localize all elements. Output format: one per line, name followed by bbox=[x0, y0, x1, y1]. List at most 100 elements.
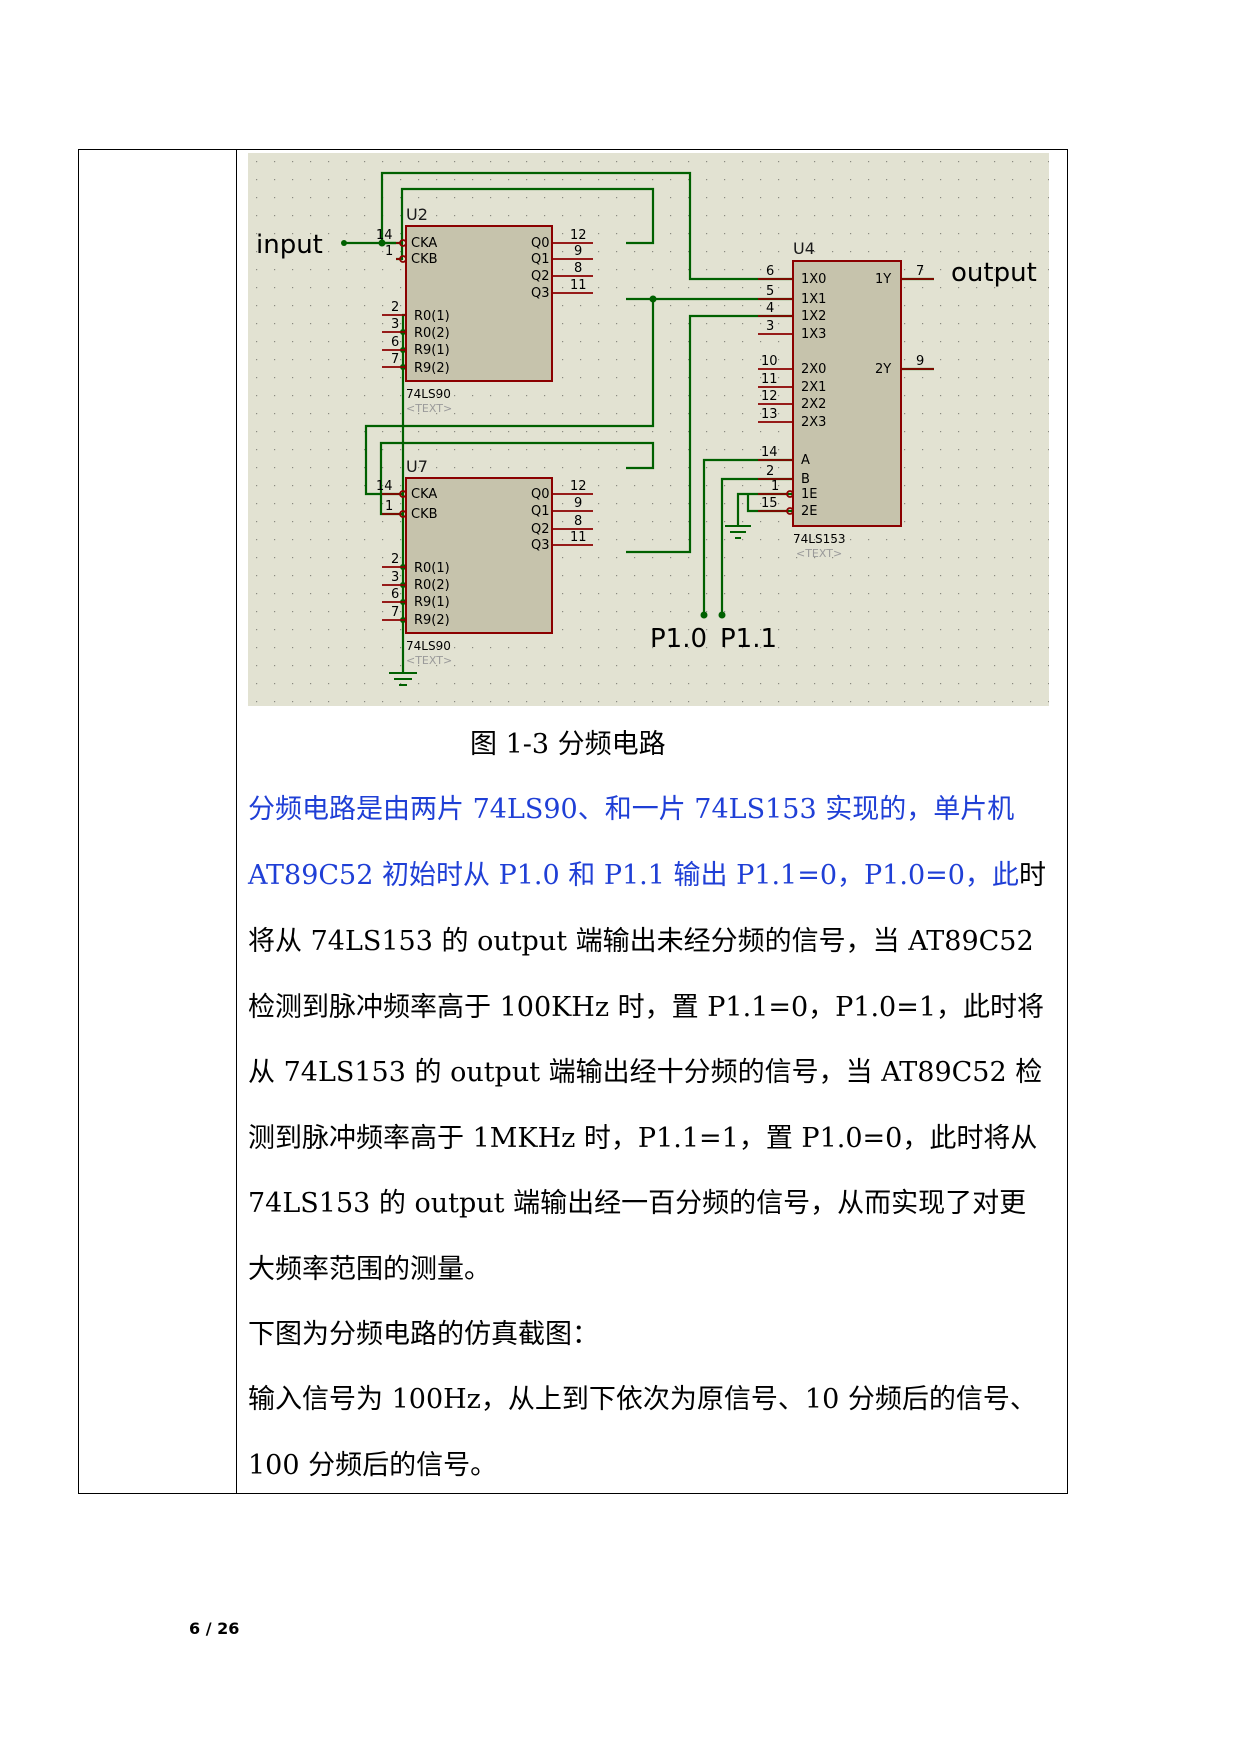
u2-num-11: 11 bbox=[570, 278, 587, 293]
u2-pin-r92: R9(2) bbox=[414, 361, 450, 376]
u2-pin-r01: R0(1) bbox=[414, 309, 450, 324]
u2-num-2: 2 bbox=[391, 300, 399, 315]
ground-symbol-left bbox=[389, 672, 417, 686]
u4-pin-2y: 2Y bbox=[875, 362, 891, 377]
u2-pin-q1: Q1 bbox=[531, 252, 550, 267]
p10-label: P1.0 bbox=[650, 624, 707, 654]
u7-pin-q3: Q3 bbox=[531, 538, 550, 553]
u7-part: 74LS90 bbox=[406, 639, 451, 653]
u4-num-3: 3 bbox=[766, 319, 774, 334]
paragraph-line-5: 从 74LS153 的 output 端输出经十分频的信号，当 AT89C52 … bbox=[248, 1057, 1043, 1088]
paragraph-line-2-black: 时 bbox=[1018, 860, 1046, 891]
content-table bbox=[78, 149, 1068, 1494]
u2-num-7: 7 bbox=[391, 352, 399, 367]
paragraph-line-8: 大频率范围的测量。 bbox=[248, 1254, 491, 1285]
u2-pin-r91: R9(1) bbox=[414, 343, 450, 358]
u4-num-11: 11 bbox=[761, 372, 778, 387]
u2-text: <TEXT> bbox=[406, 402, 452, 415]
u4-pin-1x3: 1X3 bbox=[801, 327, 826, 342]
ground-symbol-right bbox=[725, 525, 751, 539]
u2-num-8: 8 bbox=[574, 261, 582, 276]
figure-caption: 图 1-3 分频电路 bbox=[470, 729, 666, 760]
u7-num-6: 6 bbox=[391, 587, 399, 602]
u4-pin-a: A bbox=[801, 453, 810, 468]
u7-num-9: 9 bbox=[574, 496, 582, 511]
u7-pin-cka: CKA bbox=[411, 487, 437, 502]
paragraph-line-2-blue: AT89C52 初始时从 P1.0 和 P1.1 输出 P1.1=0，P1.0=… bbox=[248, 860, 1019, 891]
u4-pin-1y: 1Y bbox=[875, 272, 891, 287]
output-label: output bbox=[951, 258, 1037, 288]
u7-num-1: 1 bbox=[385, 499, 393, 514]
u4-pin-1e: 1E bbox=[801, 487, 818, 502]
u4-pin-1x0: 1X0 bbox=[801, 272, 826, 287]
u2-num-14: 14 bbox=[376, 228, 393, 243]
u4-part: 74LS153 bbox=[793, 532, 845, 546]
u4-num-9: 9 bbox=[916, 354, 924, 369]
u4-text: <TEXT> bbox=[796, 547, 842, 560]
u7-ref: U7 bbox=[406, 457, 428, 476]
frequency-divider-schematic: U2 CKA CKB R0(1) R0(2) R9(1) R9(2) Q0 Q1… bbox=[248, 153, 1049, 706]
u2-ref: U2 bbox=[406, 205, 428, 224]
u2-pin-q2: Q2 bbox=[531, 269, 550, 284]
u7-num-11: 11 bbox=[570, 530, 587, 545]
u7-num-7: 7 bbox=[391, 605, 399, 620]
u4-num-6: 6 bbox=[766, 264, 774, 279]
page-number: 6 / 26 bbox=[189, 1619, 240, 1638]
u7-pin-ckb: CKB bbox=[411, 507, 438, 522]
chip-u4: U4 1X0 1X1 1X2 1X3 2X0 2X1 2X2 2X3 A B 1… bbox=[758, 239, 934, 560]
u7-text: <TEXT> bbox=[406, 654, 452, 667]
u7-pin-r91: R9(1) bbox=[414, 595, 450, 610]
u7-pin-q2: Q2 bbox=[531, 522, 550, 537]
u7-num-3: 3 bbox=[391, 570, 399, 585]
u2-pin-cka: CKA bbox=[411, 236, 437, 251]
u4-num-12: 12 bbox=[761, 389, 778, 404]
paragraph-line-10: 输入信号为 100Hz，从上到下依次为原信号、10 分频后的信号、 bbox=[248, 1384, 1037, 1415]
u4-num-13: 13 bbox=[761, 407, 778, 422]
p11-label: P1.1 bbox=[720, 624, 777, 654]
u4-pin-2x2: 2X2 bbox=[801, 397, 826, 412]
u4-num-15: 15 bbox=[761, 496, 778, 511]
paragraph-line-6: 测到脉冲频率高于 1MKHz 时，P1.1=1，置 P1.0=0，此时将从 bbox=[248, 1123, 1038, 1154]
paragraph-line-2: AT89C52 初始时从 P1.0 和 P1.1 输出 P1.1=0，P1.0=… bbox=[248, 853, 1060, 892]
u2-pin-q3: Q3 bbox=[531, 286, 550, 301]
u2-part: 74LS90 bbox=[406, 387, 451, 401]
paragraph-line-7: 74LS153 的 output 端输出经一百分频的信号，从而实现了对更 bbox=[248, 1188, 1027, 1219]
u7-pin-r02: R0(2) bbox=[414, 578, 450, 593]
u4-pin-2x1: 2X1 bbox=[801, 380, 826, 395]
u2-pin-r02: R0(2) bbox=[414, 326, 450, 341]
u4-num-14: 14 bbox=[761, 445, 778, 460]
u4-num-2: 2 bbox=[766, 464, 774, 479]
u2-num-9: 9 bbox=[574, 244, 582, 259]
u4-num-5: 5 bbox=[766, 284, 774, 299]
u4-pin-b: B bbox=[801, 472, 810, 487]
u2-num-3: 3 bbox=[391, 317, 399, 332]
u7-num-8: 8 bbox=[574, 514, 582, 529]
u7-pin-q1: Q1 bbox=[531, 504, 550, 519]
u7-num-2: 2 bbox=[391, 552, 399, 567]
paragraph-line-4: 检测到脉冲频率高于 100KHz 时，置 P1.1=0，P1.0=1，此时将 bbox=[248, 992, 1045, 1023]
u4-num-10: 10 bbox=[761, 354, 778, 369]
u7-pin-r92: R9(2) bbox=[414, 613, 450, 628]
u4-pin-2e: 2E bbox=[801, 504, 818, 519]
u2-pin-q0: Q0 bbox=[531, 236, 550, 251]
input-label: input bbox=[256, 230, 323, 260]
u7-pin-r01: R0(1) bbox=[414, 561, 450, 576]
u2-num-1: 1 bbox=[385, 244, 393, 259]
u4-pin-2x3: 2X3 bbox=[801, 415, 826, 430]
paragraph-line-9: 下图为分频电路的仿真截图： bbox=[248, 1319, 599, 1350]
u2-num-6: 6 bbox=[391, 335, 399, 350]
u2-pin-ckb: CKB bbox=[411, 252, 438, 267]
u7-num-14: 14 bbox=[376, 479, 393, 494]
u4-ref: U4 bbox=[793, 239, 815, 258]
u4-pin-1x1: 1X1 bbox=[801, 292, 826, 307]
u2-num-12: 12 bbox=[570, 228, 587, 243]
table-column-divider bbox=[236, 150, 237, 1493]
u4-num-1: 1 bbox=[771, 479, 779, 494]
u4-num-4: 4 bbox=[766, 301, 774, 316]
chip-u2: U2 CKA CKB R0(1) R0(2) R9(1) R9(2) Q0 Q1… bbox=[376, 205, 593, 415]
paragraph-line-3: 将从 74LS153 的 output 端输出未经分频的信号，当 AT89C52 bbox=[248, 926, 1034, 957]
u4-pin-1x2: 1X2 bbox=[801, 309, 826, 324]
paragraph-line-11: 100 分频后的信号。 bbox=[248, 1450, 498, 1481]
u4-num-7: 7 bbox=[916, 264, 924, 279]
u4-pin-2x0: 2X0 bbox=[801, 362, 826, 377]
